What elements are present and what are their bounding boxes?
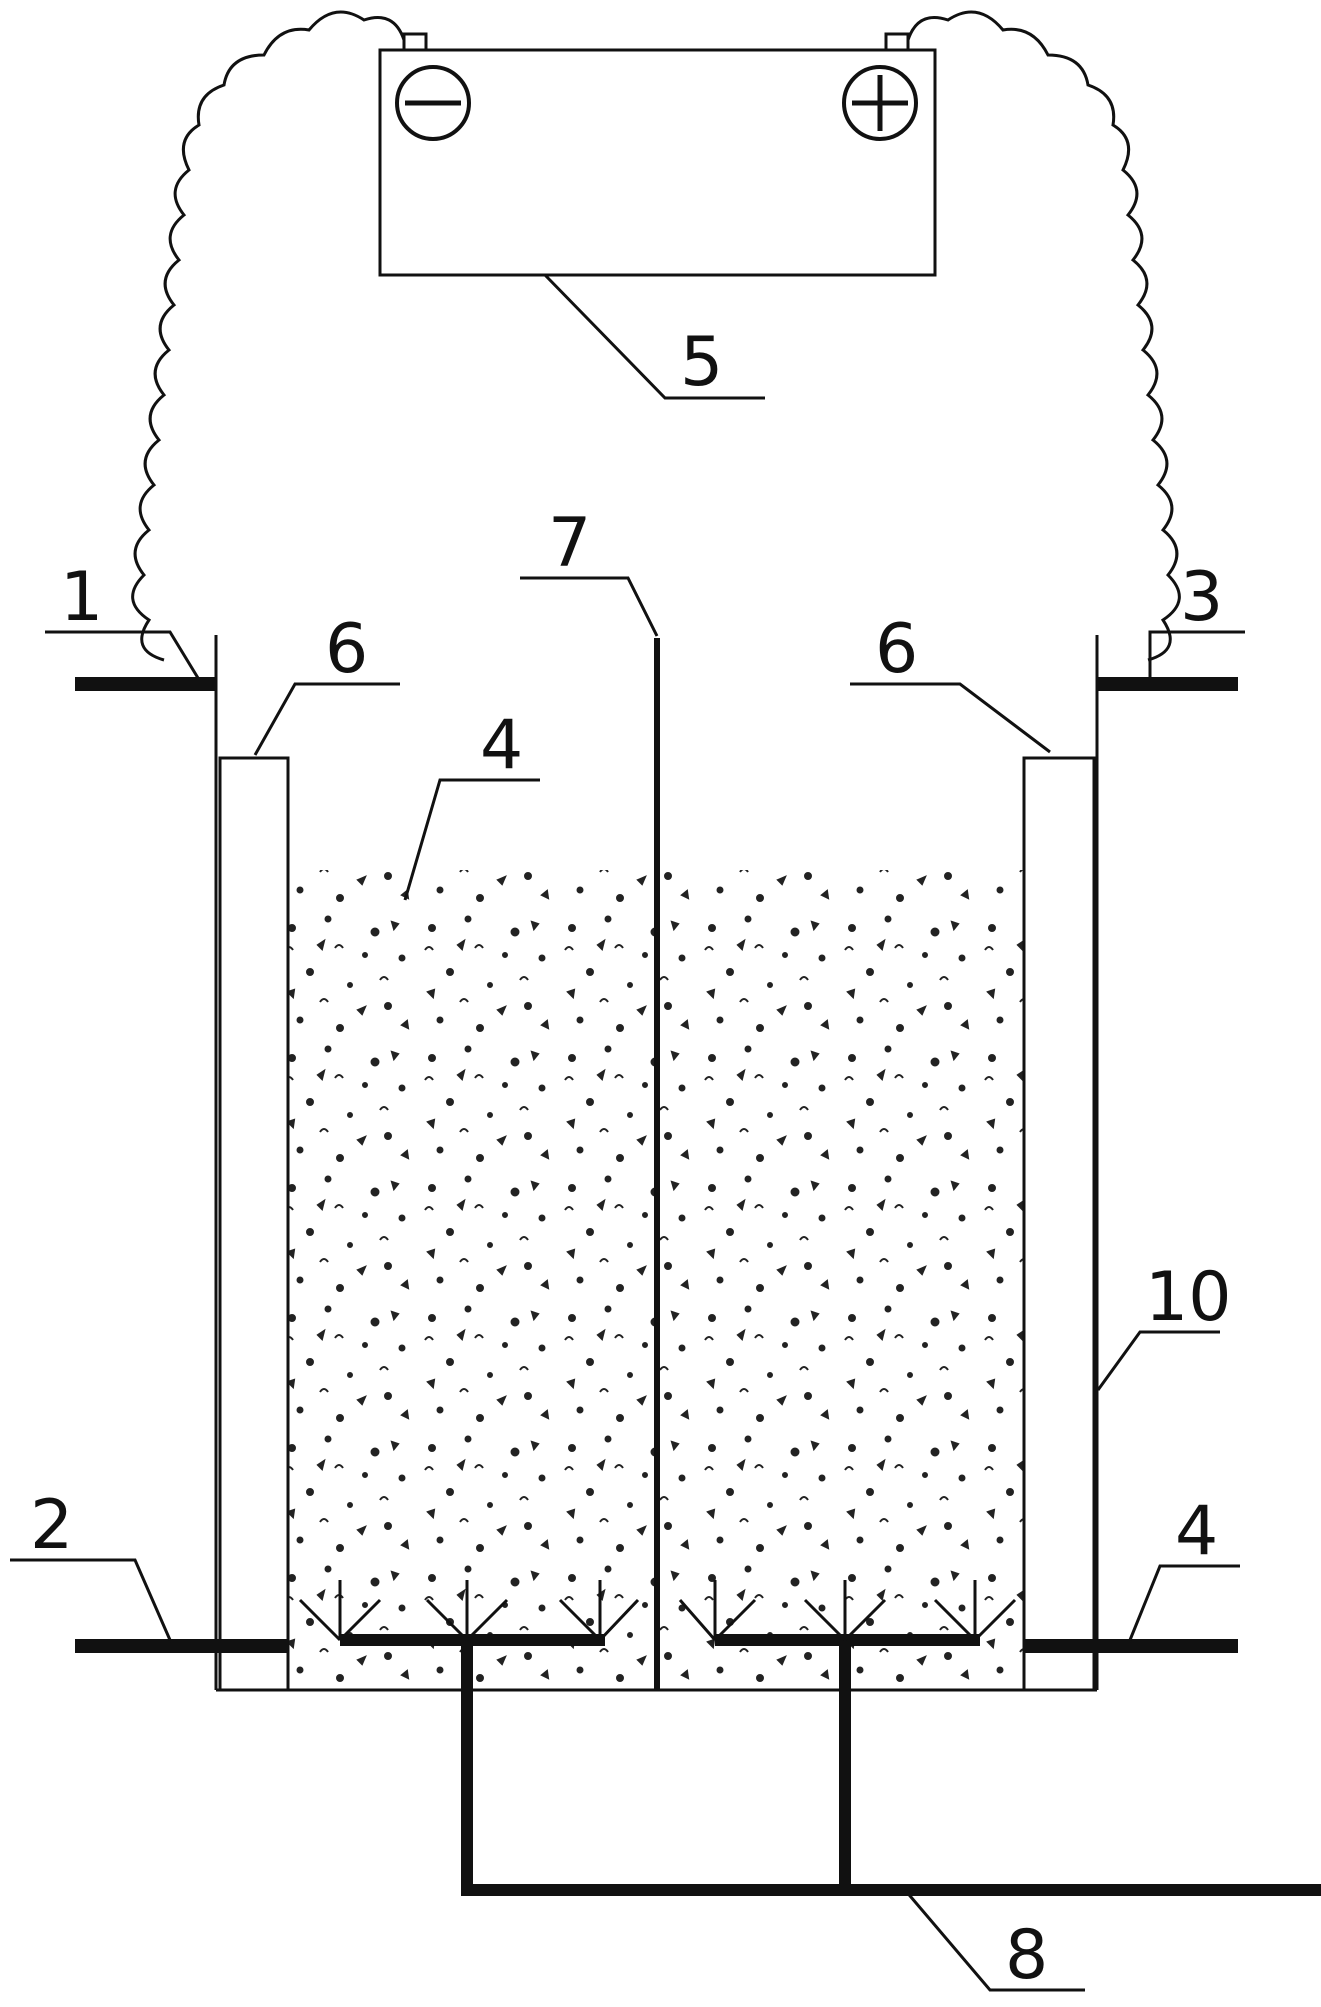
negative-terminal — [402, 32, 428, 52]
electrode-plate-right — [1022, 756, 1096, 1692]
label-7: 7 — [548, 504, 591, 583]
label-4-media: 4 — [480, 706, 523, 785]
leader-5 — [543, 273, 765, 400]
label-2: 2 — [30, 1486, 73, 1565]
leader-6-left — [253, 682, 400, 756]
leader-lines — [10, 273, 1245, 1992]
label-6-left: 6 — [325, 610, 368, 689]
electrode-plate-left — [218, 756, 290, 1692]
leader-8 — [903, 1889, 1085, 1992]
label-8: 8 — [1005, 1916, 1048, 1995]
label-6-right: 6 — [875, 610, 918, 689]
leader-6-right — [850, 682, 1051, 754]
leader-4-top — [403, 778, 540, 901]
label-10: 10 — [1145, 1258, 1232, 1337]
leader-4-right — [1128, 1564, 1240, 1641]
leader-3 — [1148, 630, 1245, 678]
power-supply — [378, 32, 937, 277]
leader-1 — [45, 630, 200, 679]
wire-negative — [131, 10, 406, 662]
filler-media-left — [288, 870, 654, 1690]
positive-terminal — [884, 32, 910, 52]
label-1: 1 — [60, 558, 103, 637]
label-4-right: 4 — [1175, 1492, 1218, 1571]
wire-positive — [906, 10, 1181, 662]
aeration-system — [298, 1580, 1321, 1896]
leader-10 — [1096, 1330, 1220, 1391]
leader-7 — [520, 576, 659, 637]
leader-2 — [10, 1558, 172, 1641]
label-5: 5 — [680, 323, 723, 402]
label-3: 3 — [1180, 558, 1223, 637]
filler-media-right — [660, 870, 1024, 1690]
